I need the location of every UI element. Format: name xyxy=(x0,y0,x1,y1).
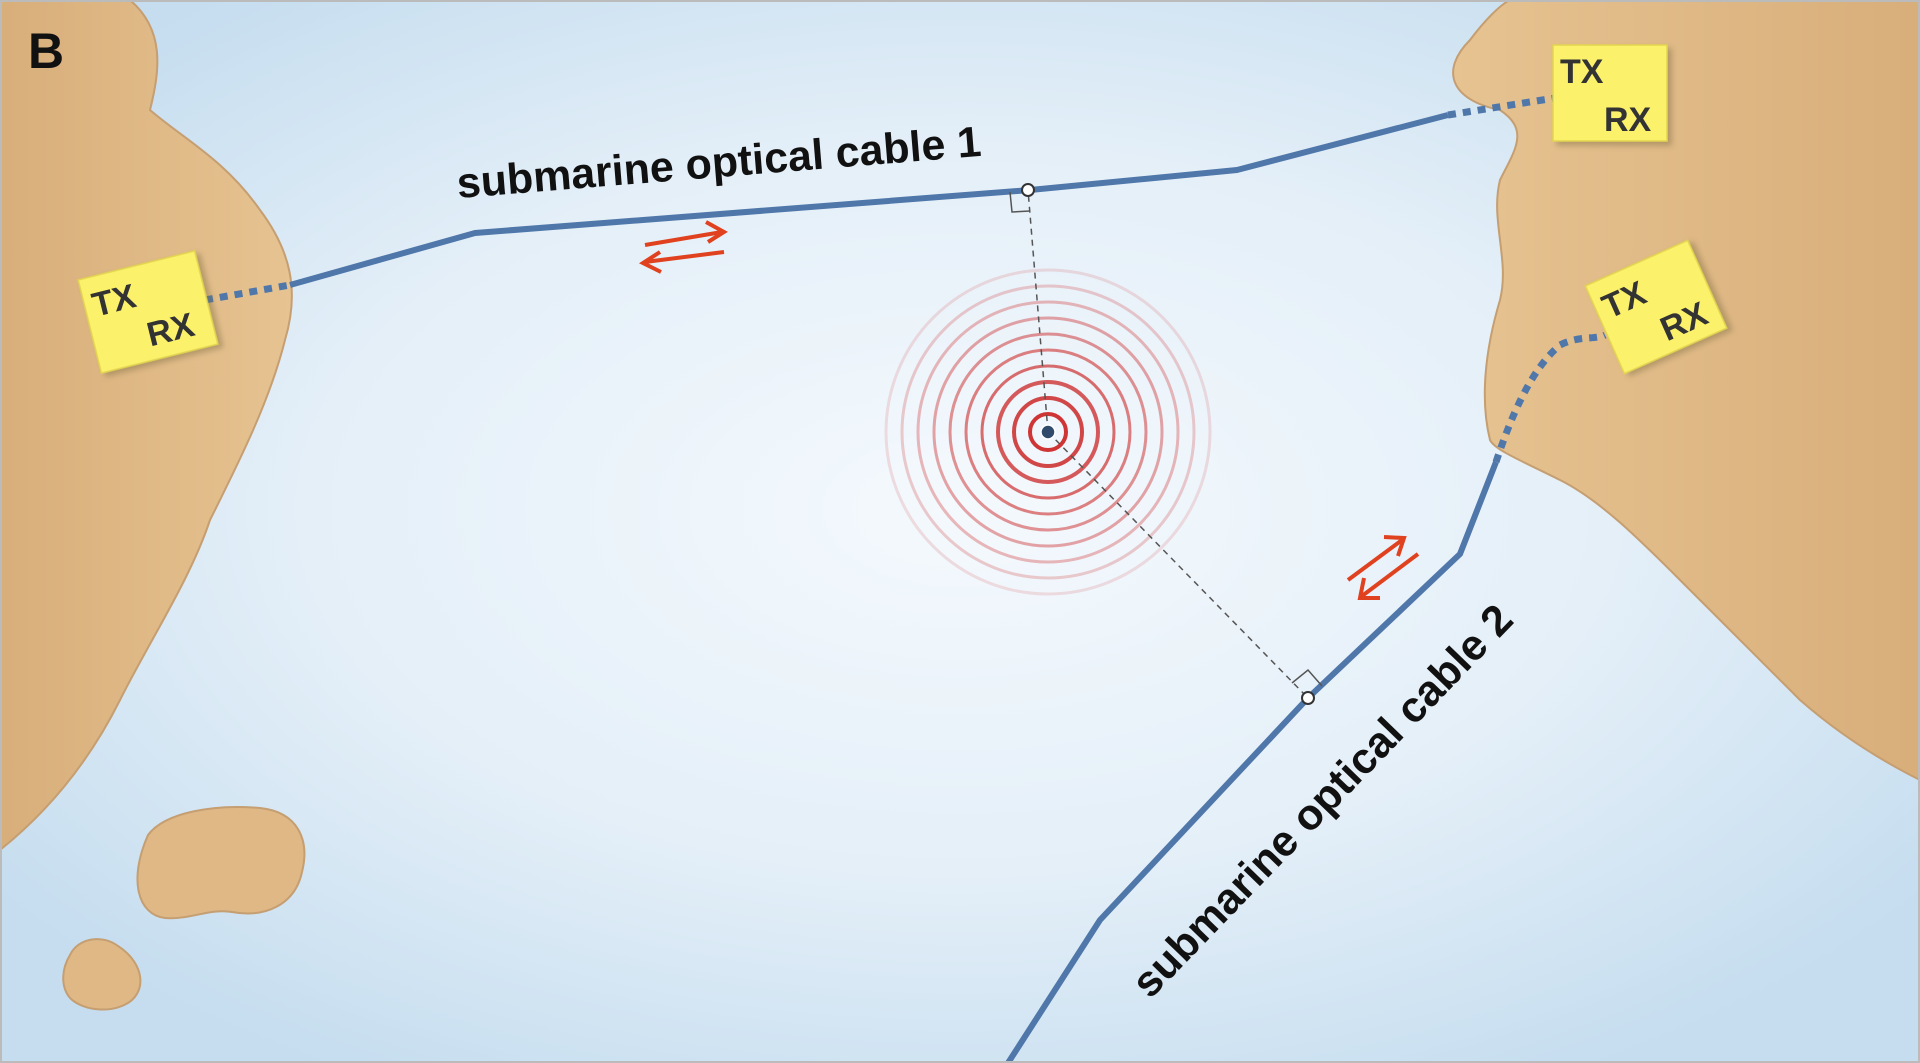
ripple-ring xyxy=(1012,396,1084,468)
ripple-ring xyxy=(916,300,1180,564)
station-right-top-rx: RX xyxy=(1604,101,1652,139)
island-large xyxy=(136,806,306,920)
ripple-ring xyxy=(932,316,1164,548)
perpendicular-to-cable-2 xyxy=(1047,431,1309,699)
ripple-ring xyxy=(1028,412,1068,452)
station-left: TX RX xyxy=(77,250,219,374)
cable-2-nearest-point xyxy=(1301,691,1315,705)
right-angle-marker-1 xyxy=(1009,191,1031,213)
cable-1-landing-right xyxy=(1447,94,1556,119)
epicenter-ripples xyxy=(884,268,1212,596)
ripple-ring xyxy=(996,380,1100,484)
left-landmass xyxy=(0,0,293,852)
right-angle-marker-2 xyxy=(1291,668,1323,687)
station-right-top-tx: TX xyxy=(1560,53,1604,91)
station-left-box xyxy=(77,250,219,374)
panel-label: B xyxy=(28,23,64,79)
cable-2-landing xyxy=(1492,331,1607,464)
station-right-bottom-box xyxy=(1584,239,1728,375)
right-landmass xyxy=(1452,0,1920,782)
station-right-top-box xyxy=(1552,44,1668,142)
ripple-ring xyxy=(884,268,1212,596)
cable-2-bidirectional-arrows xyxy=(1346,535,1420,600)
perpendicular-to-cable-1 xyxy=(1027,189,1049,433)
ripple-ring xyxy=(900,284,1196,580)
ripple-ring xyxy=(964,348,1132,516)
station-right-top: TX RX xyxy=(1552,44,1668,142)
cable-1-bidirectional-arrows xyxy=(638,220,728,274)
ripple-ring xyxy=(980,364,1116,500)
cable-1-nearest-point xyxy=(1021,183,1035,197)
epicenter-point xyxy=(1040,424,1056,440)
island-small xyxy=(62,938,142,1011)
ripple-ring xyxy=(948,332,1148,532)
